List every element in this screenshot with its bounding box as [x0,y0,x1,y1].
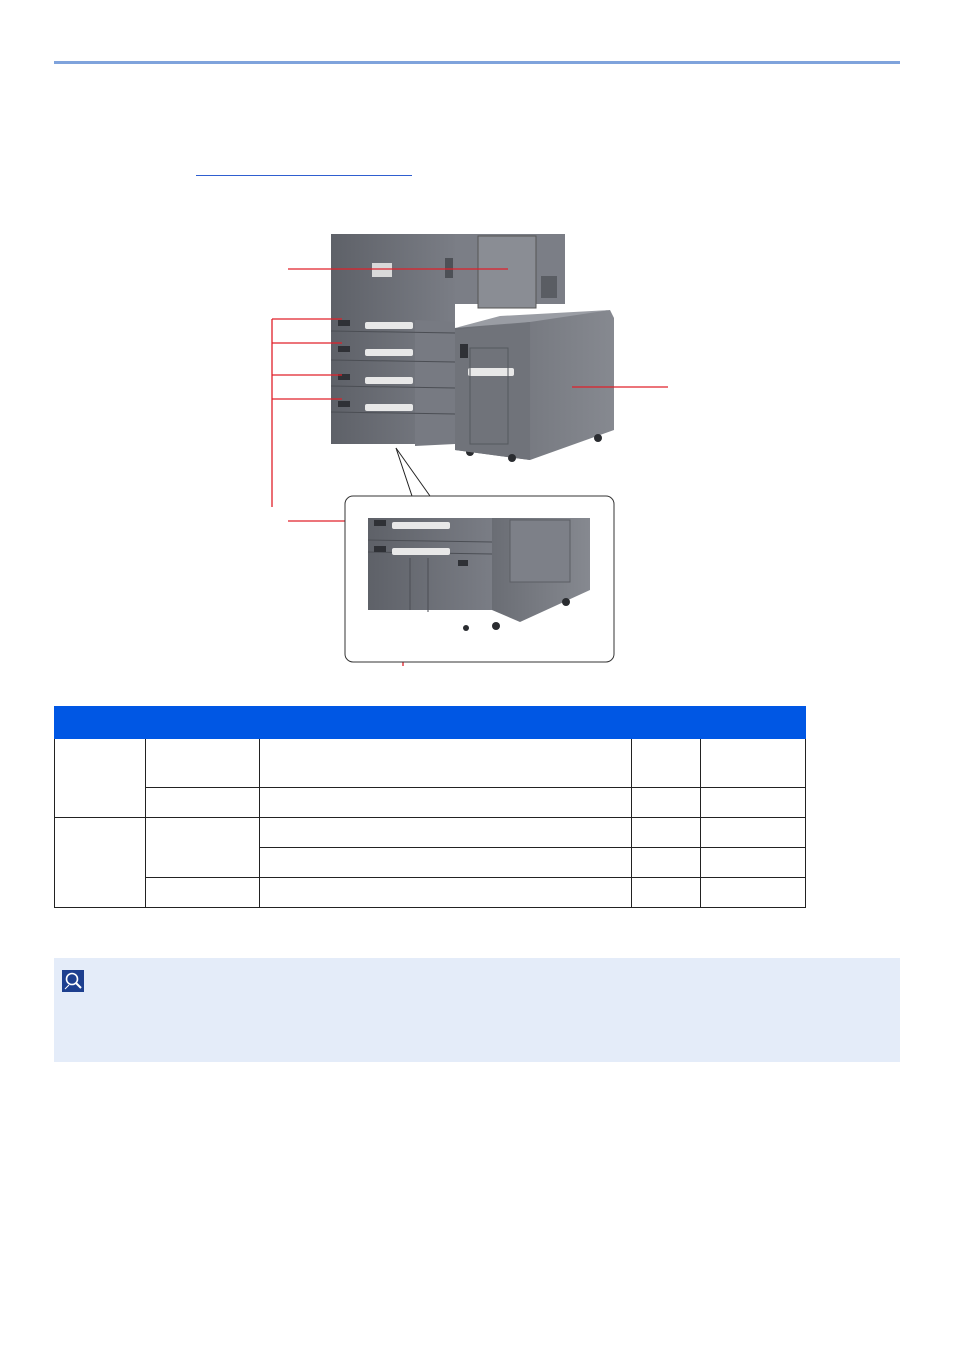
reference-link-underline[interactable] [196,175,412,176]
table-cell [259,817,632,848]
header-rule [54,61,900,64]
table-cell [145,787,260,818]
table-cell [145,877,260,908]
table-cell [631,738,701,788]
table-cell [259,787,632,818]
printer-illustration [271,234,668,666]
table-cell [700,787,806,818]
table-group-cell [54,738,146,818]
table-header-cell [631,706,701,739]
table-cell [700,847,806,878]
table-cell [145,738,260,788]
magnifier-inset [344,447,615,663]
table-cell [631,877,701,908]
table-row [55,847,806,878]
table-cell [700,877,806,908]
table-cell [631,847,701,878]
table-header-cell [54,706,260,739]
note-box [54,958,900,1062]
table-cell [631,787,701,818]
main-unit [330,234,565,456]
table-header-row [54,706,806,739]
table-cell [259,877,632,908]
table-cell [700,817,806,848]
paper-source-table [54,706,806,908]
table-cell [700,738,806,788]
table-cell [259,847,632,878]
table-cell [631,817,701,848]
side-deck [455,310,614,462]
table-cell [145,817,260,878]
table-header-cell [700,706,806,739]
table-row [54,817,806,908]
note-magnifier-icon [62,970,84,992]
table-row [55,787,806,818]
table-header-cell [259,706,632,739]
table-cell [259,738,632,788]
table-group-cell [54,817,146,908]
table-row [54,738,806,818]
table-row [55,877,806,908]
